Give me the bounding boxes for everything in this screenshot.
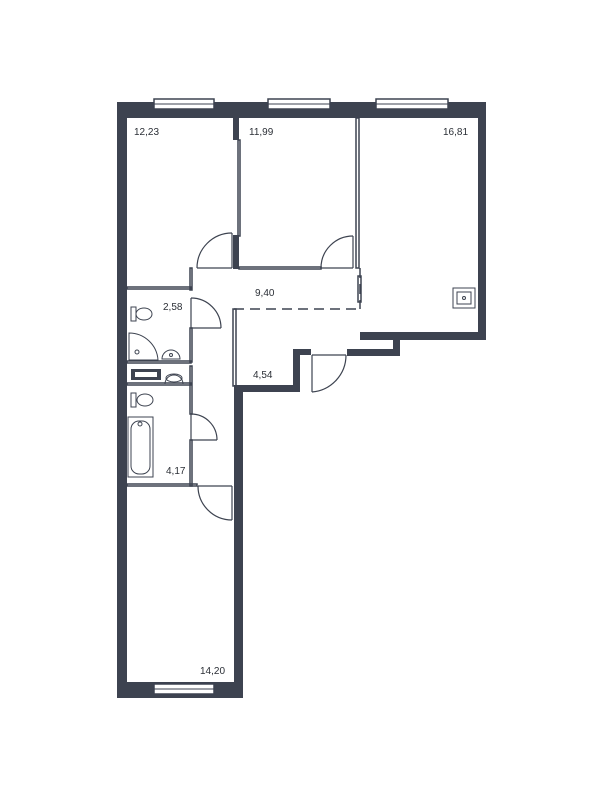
area-label-toilet: 2,58	[163, 302, 183, 313]
bathroom-sink-icon	[164, 373, 184, 385]
area-label-kitchen-living: 16,81	[443, 127, 468, 138]
bathroom-toilet-icon	[130, 392, 154, 408]
area-label-corridor: 4,54	[253, 370, 273, 381]
area-labels: 12,23 11,99 16,81 2,58 9,40 4,54 4,17 14…	[134, 127, 468, 677]
doors	[190, 232, 354, 521]
area-label-bedroom-top-middle: 11,99	[249, 127, 274, 138]
door-top-left-bedroom	[196, 232, 233, 269]
sink-icon	[161, 349, 181, 360]
window-top-left	[153, 98, 215, 110]
bathtub-icon	[127, 416, 154, 478]
toilet-icon	[130, 306, 153, 322]
door-bottom-bedroom	[197, 485, 233, 521]
area-label-bathroom: 4,17	[166, 466, 186, 477]
fixtures	[127, 287, 476, 478]
door-toilet	[190, 297, 222, 329]
area-label-bedroom-top-left: 12,23	[134, 127, 159, 138]
window-bottom	[153, 683, 215, 695]
area-label-hallway: 9,40	[255, 288, 275, 299]
door-entrance	[311, 354, 347, 393]
door-middle-bedroom	[320, 235, 354, 269]
kitchen-sink-icon	[452, 287, 476, 309]
windows	[153, 98, 449, 695]
shower-icon	[128, 332, 159, 361]
window-top-middle	[267, 98, 331, 110]
area-label-bedroom-bottom: 14,20	[200, 666, 225, 677]
interior-walls	[126, 117, 362, 487]
window-top-right	[375, 98, 449, 110]
outer-walls	[117, 102, 486, 698]
door-bathroom	[190, 413, 218, 441]
